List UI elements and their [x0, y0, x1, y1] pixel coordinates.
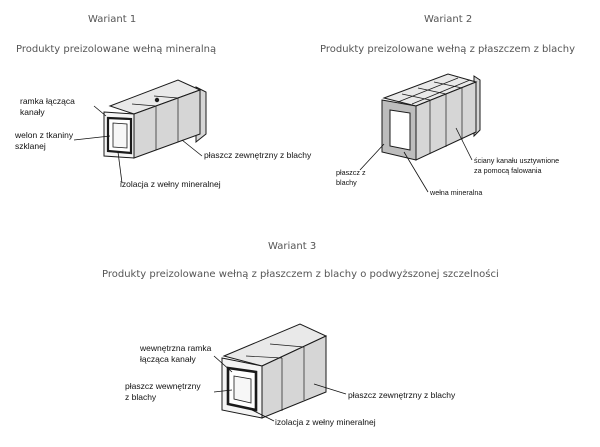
variant2-label-sheath-1: płaszcz z	[336, 168, 366, 177]
variant2-label-walls-2: za pomocą falowania	[474, 166, 542, 175]
variant2-label-sheath-2: blachy	[336, 178, 357, 187]
variant1-leader-insulation	[117, 151, 123, 184]
variant1-label-outer-sheath: płaszcz zewnętrzny z blachy	[204, 150, 312, 160]
variant2-duct-opening	[389, 109, 411, 151]
variant2-subtitle: Produkty preizolowane wełną z płaszczem …	[320, 44, 575, 55]
variant2-leader-walls	[455, 127, 473, 161]
variant3-leader-outer	[313, 383, 347, 395]
variant1-heading: Wariant 1	[88, 14, 136, 25]
variant1-subtitle: Produkty preizolowane wełną mineralną	[16, 44, 216, 55]
variant2-leader-sheath	[359, 143, 385, 171]
variant3-heading: Wariant 3	[268, 241, 316, 252]
variant1-leader-veil	[73, 135, 111, 141]
variant3-leader-inner-sheath	[213, 389, 233, 393]
variant1-label-veil-2: szklanej	[15, 141, 46, 151]
variant3-leader-insulation	[251, 409, 275, 422]
variant1-leader-outer	[181, 139, 203, 157]
variant3-duct-opening	[233, 375, 252, 404]
variant3-duct-drawing	[221, 323, 328, 419]
variant1-label-veil-1: welon z tkaniny	[14, 130, 74, 140]
variant2-duct-drawing	[381, 73, 481, 161]
variant3-label-inner-frame-1: wewnętrzna ramka	[139, 343, 212, 353]
variant2-label-wool: wełna mineralna	[429, 188, 482, 197]
variant3-label-inner-sheath-2: z blachy	[125, 392, 157, 402]
variant1-top-fastener	[154, 97, 160, 103]
variant1-duct-drawing	[103, 79, 207, 159]
variant3-label-inner-sheath-1: płaszcz wewnętrzny	[125, 381, 201, 391]
variant3-subtitle: Produkty preizolowane wełną z płaszczem …	[102, 268, 499, 280]
variant1-label-frame-1: ramka łącząca	[20, 96, 75, 106]
variant1-label-frame-2: kanały	[20, 107, 45, 117]
variant3-leader-inner-frame	[213, 355, 233, 373]
variant2-leader-wool	[403, 151, 429, 193]
variant1-duct-opening	[112, 122, 128, 149]
variant3-label-inner-frame-2: łącząca kanały	[140, 354, 197, 364]
variant3-label-outer-sheath: płaszcz zewnętrzny z blachy	[348, 390, 456, 400]
variant1-leader-frame	[93, 105, 107, 117]
variant1-label-insulation: izolacja z wełny mineralnej	[120, 179, 221, 189]
variant3-label-insulation: izolacja z wełny mineralnej	[275, 417, 376, 427]
variant2-label-walls-1: ściany kanału usztywnione	[474, 156, 559, 165]
variant2-heading: Wariant 2	[424, 14, 472, 25]
